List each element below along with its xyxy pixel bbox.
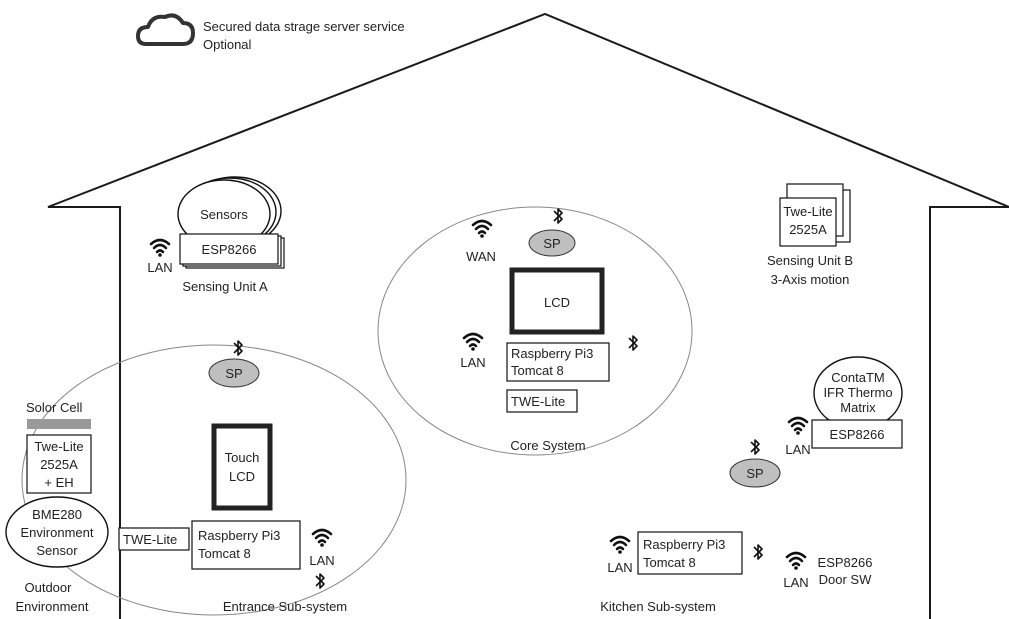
entrance-subsystem: SP Touch LCD TWE-Lite Raspberry Pi3 Tomc… — [21, 340, 407, 616]
solar-cell-label: Solor Cell — [26, 400, 82, 415]
core-system-caption: Core System — [510, 438, 585, 453]
entrance-sp-label: SP — [225, 366, 242, 381]
core-twe-lite-label: TWE-Lite — [511, 394, 565, 409]
kitchen-pi-label: Raspberry Pi3 — [643, 537, 725, 552]
wifi-icon — [785, 551, 807, 572]
entrance-pi-label: Raspberry Pi3 — [198, 528, 280, 543]
entrance-subsystem-caption: Entrance Sub-system — [223, 599, 347, 614]
twe-lite-b-model: 2525A — [789, 222, 827, 237]
outdoor-caption: Outdoor — [25, 580, 73, 595]
bme280-label: BME280 — [32, 507, 82, 522]
kitchen-subsystem-caption: Kitchen Sub-system — [600, 599, 716, 614]
core-lan-label: LAN — [460, 355, 485, 370]
sensing-a-lan-label: LAN — [147, 260, 172, 275]
core-tomcat-label: Tomcat 8 — [511, 363, 564, 378]
wifi-icon — [149, 238, 171, 259]
bluetooth-icon — [233, 340, 243, 356]
sensing-unit-b-caption: Sensing Unit B — [767, 253, 853, 268]
entrance-tomcat-label: Tomcat 8 — [198, 546, 251, 561]
wifi-icon — [609, 535, 631, 556]
cloud-service-optional: Optional — [203, 37, 252, 52]
outdoor-environment-caption: Environment — [16, 599, 89, 614]
house-outline — [47, 12, 1009, 619]
core-pi-label: Raspberry Pi3 — [511, 346, 593, 361]
bluetooth-icon — [315, 573, 325, 589]
bme280-environment: Environment — [21, 525, 94, 540]
sensors-label: Sensors — [200, 207, 248, 222]
wifi-icon — [471, 219, 493, 240]
wifi-icon — [311, 528, 333, 549]
solar-cell-panel — [27, 419, 91, 429]
twe-lite-b-label: Twe-Lite — [783, 204, 832, 219]
esp8266-a-label: ESP8266 — [202, 242, 257, 257]
contatm-label: ContaTM — [831, 370, 884, 385]
thermo-esp8266-label: ESP8266 — [830, 427, 885, 442]
bluetooth-icon — [628, 335, 638, 351]
outdoor-environment: Solor Cell Twe-Lite 2525A + EH BME280 En… — [5, 400, 109, 614]
wifi-icon — [787, 416, 809, 437]
entrance-touch-label: Touch — [225, 450, 260, 465]
thermo-unit: ContaTM IFR Thermo Matrix ESP8266 LAN SP — [729, 356, 903, 488]
entrance-twe-lite-label: TWE-Lite — [123, 532, 177, 547]
cloud-service-label: Secured data strage server service — [203, 19, 405, 34]
kitchen-tomcat-label: Tomcat 8 — [643, 555, 696, 570]
core-wan-label: WAN — [466, 249, 496, 264]
outdoor-twe-eh: + EH — [44, 475, 73, 490]
entrance-lan-label: LAN — [309, 553, 334, 568]
outdoor-twe-lite-label: Twe-Lite — [34, 439, 83, 454]
kitchen-lan-label: LAN — [607, 560, 632, 575]
thermo-sp-label: SP — [746, 466, 763, 481]
core-sp-label: SP — [543, 236, 560, 251]
thermo-lan-label: LAN — [785, 442, 810, 457]
outdoor-twe-model: 2525A — [40, 457, 78, 472]
sensing-unit-b: Twe-Lite 2525A Sensing Unit B 3-Axis mot… — [767, 183, 853, 287]
bluetooth-icon — [750, 439, 760, 455]
bme280-sensor: Sensor — [36, 543, 78, 558]
matrix-label: Matrix — [840, 400, 876, 415]
core-system: WAN SP LCD LAN Raspberry Pi3 Tomcat 8 TW… — [377, 206, 693, 456]
cloud-icon — [136, 13, 195, 46]
bluetooth-icon — [753, 544, 763, 560]
door-sw-label: Door SW — [819, 572, 872, 587]
core-lcd-label: LCD — [544, 295, 570, 310]
door-lan-label: LAN — [783, 575, 808, 590]
door-esp8266-label: ESP8266 — [818, 555, 873, 570]
sensing-unit-a: Sensors ESP8266 LAN Sensing Unit A — [147, 176, 285, 294]
sensing-unit-a-caption: Sensing Unit A — [182, 279, 268, 294]
kitchen-subsystem: LAN Raspberry Pi3 Tomcat 8 LAN ESP8266 D… — [600, 531, 873, 614]
ifr-thermo-label: IFR Thermo — [823, 385, 892, 400]
wifi-icon — [462, 332, 484, 353]
sensing-unit-b-subcaption: 3-Axis motion — [771, 272, 850, 287]
bluetooth-icon — [553, 208, 563, 224]
entrance-lcd-label: LCD — [229, 469, 255, 484]
